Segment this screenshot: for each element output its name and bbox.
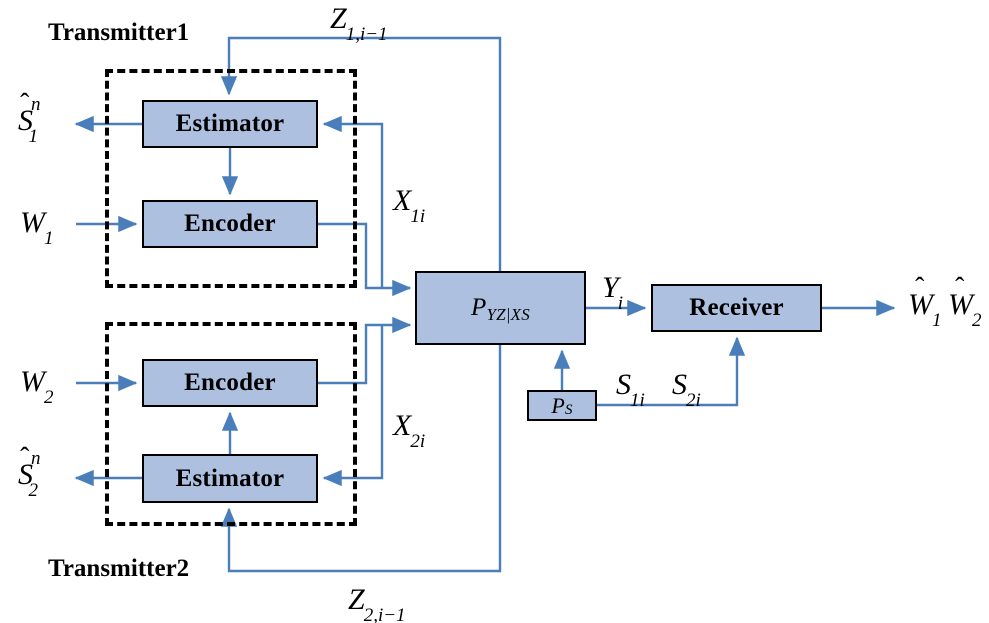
signal-w1hat-base: W xyxy=(908,288,933,321)
signal-label-s1i: S1i xyxy=(616,368,646,411)
hat-accent-w2: ˆ xyxy=(955,271,965,303)
block-encoder2[interactable]: Encoder xyxy=(142,359,318,407)
block-estimator1-label: Estimator xyxy=(175,110,285,137)
block-estimator2-label: Estimator xyxy=(175,464,285,492)
signal-yi-base: Y xyxy=(602,271,619,304)
block-receiver-label: Receiver xyxy=(689,294,784,321)
transmitter1-boundary xyxy=(105,69,357,288)
signal-s1-sub: 1 xyxy=(28,126,39,147)
signal-w1hat-sub: 1 xyxy=(932,310,942,331)
block-encoder2-label: Encoder xyxy=(184,369,276,396)
signal-w2hat-sub: 2 xyxy=(972,310,982,331)
block-estimator1[interactable]: Estimator xyxy=(142,100,318,148)
signal-w1-sub: 1 xyxy=(44,228,54,249)
signal-z1-sub: 1,i−1 xyxy=(345,24,388,45)
signal-w2-base: W xyxy=(20,365,45,398)
signal-label-x1i: X1i xyxy=(393,184,426,227)
hat-accent-w1: ˆ xyxy=(915,271,925,303)
block-channel-label: P xyxy=(471,294,487,321)
signal-label-z2: Z2,i−1 xyxy=(348,583,407,623)
signal-w1-base: W xyxy=(20,206,45,239)
transmitter2-boundary xyxy=(105,322,357,526)
signal-label-z1: Z1,i−1 xyxy=(330,2,389,45)
signal-label-yi: Yi xyxy=(602,271,624,314)
signal-s1-sup: n xyxy=(31,94,41,115)
block-encoder1-label: Encoder xyxy=(184,210,276,237)
block-channel-sublabel: YZ|XS xyxy=(486,305,530,324)
signal-s1i-sub: 1i xyxy=(630,390,645,411)
signal-s2-sub: 2 xyxy=(28,480,39,501)
signal-s2i-sub: 2i xyxy=(686,390,701,411)
signal-label-w2: W2 xyxy=(20,365,55,408)
signal-label-s2i: S2i xyxy=(672,368,702,411)
signal-s2-sup: n xyxy=(31,448,41,469)
block-receiver[interactable]: Receiver xyxy=(651,284,822,332)
signal-x2i-sub: 2i xyxy=(410,431,426,452)
hat-accent-s2: ˆ xyxy=(20,441,30,473)
hat-accent-s1: ˆ xyxy=(20,87,30,119)
signal-w2-sub: 2 xyxy=(44,387,54,408)
signal-label-x2i: X2i xyxy=(393,409,426,452)
signal-s2i-base: S xyxy=(672,368,687,401)
signal-label-w1: W1 xyxy=(20,206,55,249)
signal-x2i-base: X xyxy=(393,409,412,442)
transmitter2-title: Transmitter2 xyxy=(48,555,190,582)
block-encoder1[interactable]: Encoder xyxy=(142,200,318,248)
block-state-sublabel: S xyxy=(564,402,573,418)
signal-z2-base: Z xyxy=(348,583,365,616)
signal-z1-base: Z xyxy=(330,2,347,35)
signal-w2hat-base: W xyxy=(948,288,973,321)
transmitter1-title: Transmitter1 xyxy=(48,19,190,46)
block-state-label: P xyxy=(551,392,565,418)
block-estimator2[interactable]: Estimator xyxy=(142,454,318,503)
signal-yi-sub: i xyxy=(617,293,623,314)
signal-x1i-sub: 1i xyxy=(410,206,426,227)
signal-s1i-base: S xyxy=(616,368,631,401)
signal-x1i-base: X xyxy=(393,184,412,217)
signal-s1-base: S xyxy=(18,104,33,137)
signal-s2-base: S xyxy=(18,458,33,491)
signal-z2-sub: 2,i−1 xyxy=(363,605,406,623)
